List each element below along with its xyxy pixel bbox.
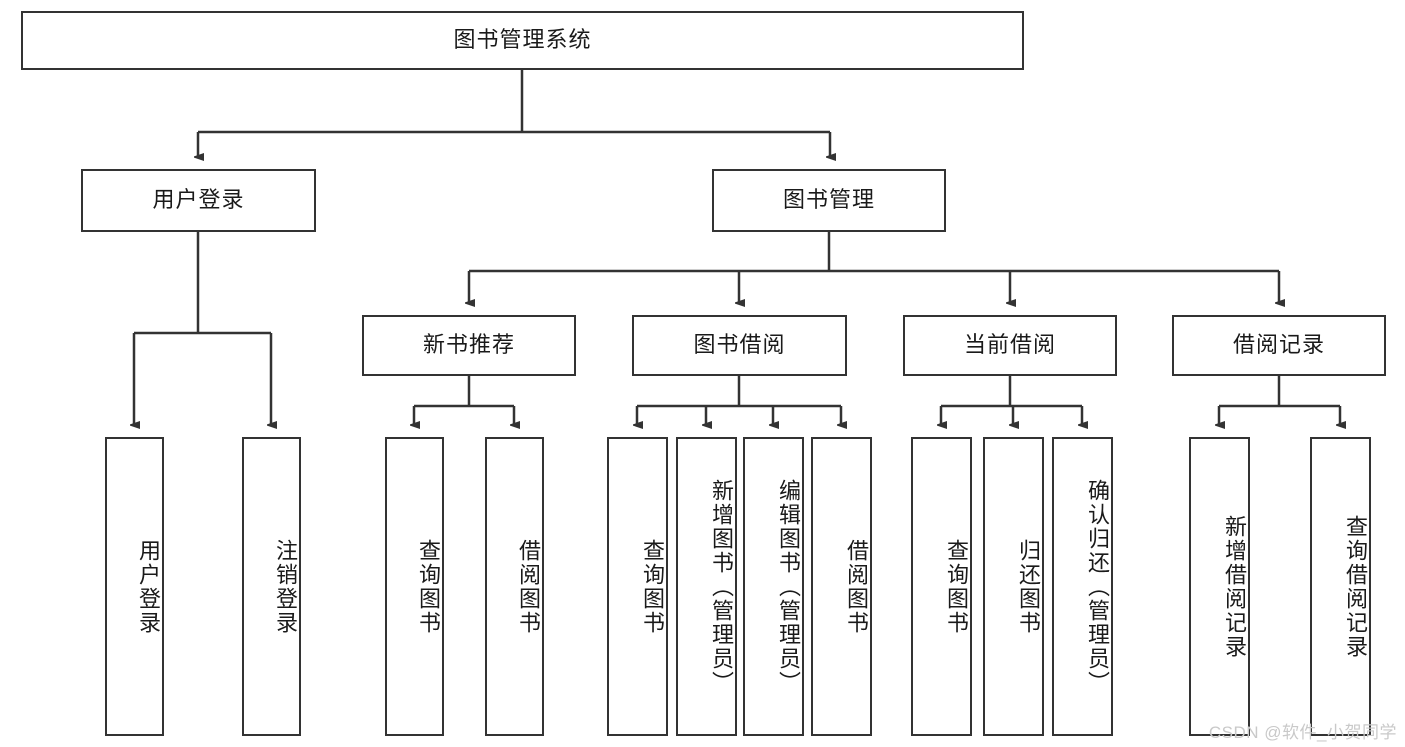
node-user-login-label: 用户登录	[152, 187, 245, 213]
leaf-borrow-book[interactable]: 借阅图书	[811, 437, 872, 736]
node-borrow-record[interactable]: 借阅记录	[1172, 315, 1386, 376]
edges-bookmgmt-to-level2	[469, 232, 1279, 303]
node-root-label: 图书管理系统	[453, 27, 592, 53]
leaf-add-book-admin-label: 新增图书（管理员）	[709, 478, 734, 695]
node-new-book-recommend-label: 新书推荐	[422, 332, 515, 358]
leaf-query-borrow-record[interactable]: 查询借阅记录	[1310, 437, 1371, 736]
leaf-add-borrow-record[interactable]: 新增借阅记录	[1189, 437, 1250, 736]
leaf-edit-book-admin-label: 编辑图书（管理员）	[776, 478, 801, 695]
leaf-borrow-book-recommend-label: 借阅图书	[516, 538, 541, 635]
edges-userlogin-to-leaves	[134, 232, 271, 425]
leaf-return-book-label: 归还图书	[1016, 538, 1041, 635]
leaf-query-book-recommend-label: 查询图书	[416, 538, 441, 635]
leaf-query-book-borrow[interactable]: 查询图书	[607, 437, 668, 736]
leaf-edit-book-admin[interactable]: 编辑图书（管理员）	[743, 437, 804, 736]
leaf-user-login[interactable]: 用户登录	[105, 437, 164, 736]
node-book-borrow[interactable]: 图书借阅	[632, 315, 847, 376]
edges-borrow-to-leaves	[637, 376, 841, 425]
leaf-query-book-current-label: 查询图书	[944, 538, 969, 635]
leaf-query-book-recommend[interactable]: 查询图书	[385, 437, 444, 736]
leaf-query-borrow-record-label: 查询借阅记录	[1343, 514, 1368, 659]
watermark: CSDN @软件_小贺同学	[1208, 723, 1397, 742]
node-current-borrow-label: 当前借阅	[963, 332, 1056, 358]
leaf-borrow-book-recommend[interactable]: 借阅图书	[485, 437, 544, 736]
leaf-borrow-book-label: 借阅图书	[844, 538, 869, 635]
node-book-management[interactable]: 图书管理	[712, 169, 946, 232]
node-current-borrow[interactable]: 当前借阅	[903, 315, 1117, 376]
node-borrow-record-label: 借阅记录	[1232, 332, 1325, 358]
node-user-login[interactable]: 用户登录	[81, 169, 316, 232]
node-new-book-recommend[interactable]: 新书推荐	[362, 315, 576, 376]
leaf-confirm-return-admin-label: 确认归还（管理员）	[1085, 478, 1110, 695]
leaf-user-login-label: 用户登录	[136, 538, 161, 635]
leaf-add-borrow-record-label: 新增借阅记录	[1222, 514, 1247, 659]
edges-record-to-leaves	[1219, 376, 1340, 425]
leaf-query-book-current[interactable]: 查询图书	[911, 437, 972, 736]
leaf-query-book-borrow-label: 查询图书	[640, 538, 665, 635]
leaf-logout[interactable]: 注销登录	[242, 437, 301, 736]
leaf-confirm-return-admin[interactable]: 确认归还（管理员）	[1052, 437, 1113, 736]
edges-root-to-level1	[198, 70, 830, 157]
node-root[interactable]: 图书管理系统	[21, 11, 1024, 70]
edges-current-to-leaves	[941, 376, 1082, 425]
leaf-return-book[interactable]: 归还图书	[983, 437, 1044, 736]
node-book-borrow-label: 图书借阅	[693, 332, 786, 358]
leaf-logout-label: 注销登录	[273, 538, 298, 635]
leaf-add-book-admin[interactable]: 新增图书（管理员）	[676, 437, 737, 736]
edges-newbook-to-leaves	[414, 376, 514, 425]
node-book-management-label: 图书管理	[782, 187, 875, 213]
